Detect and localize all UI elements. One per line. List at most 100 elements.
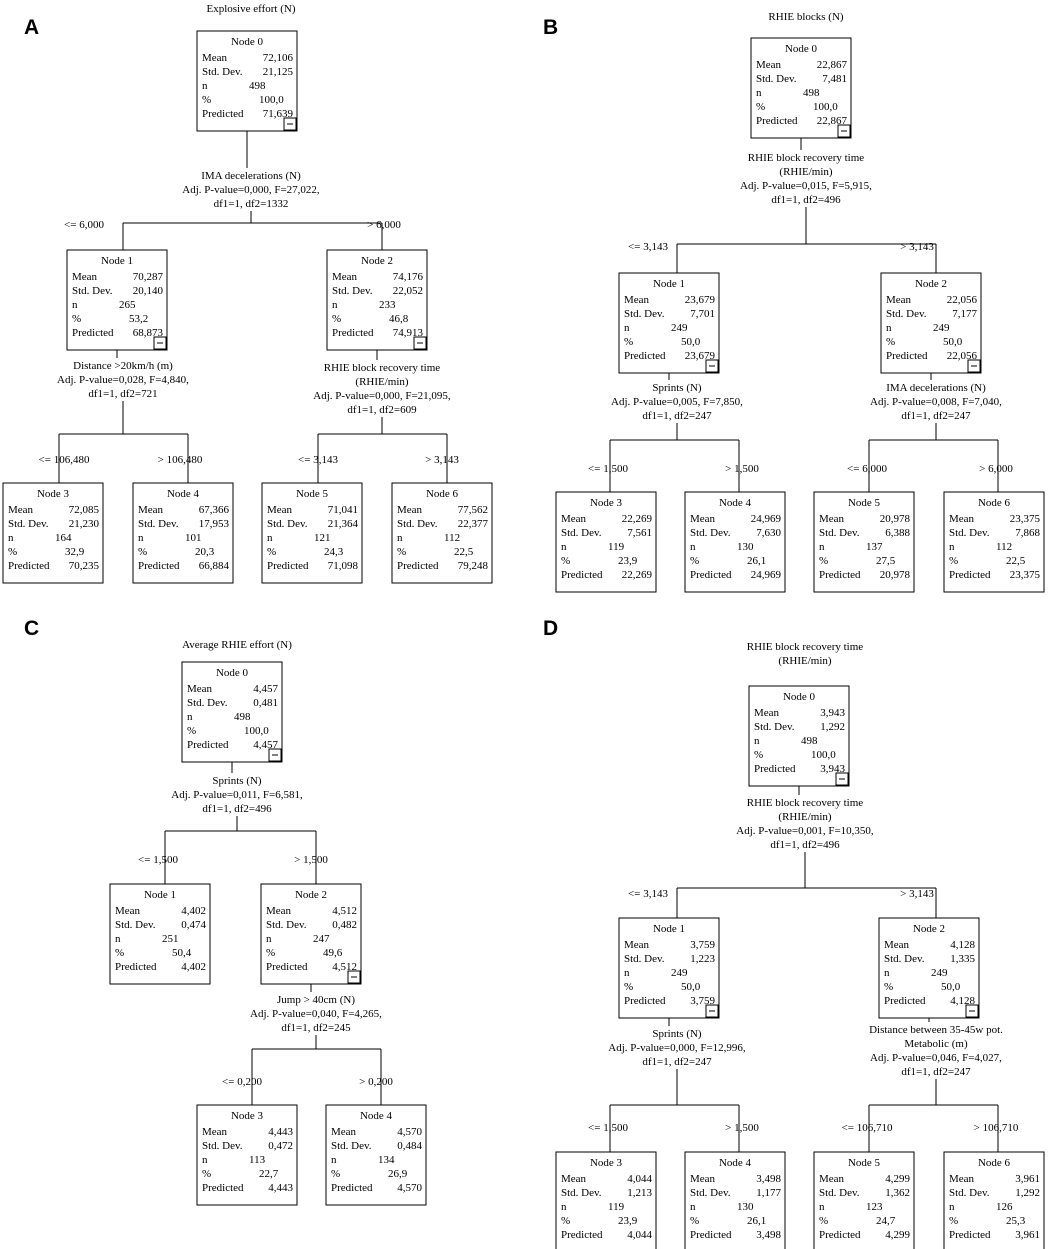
tree-node-box bbox=[684, 1151, 786, 1249]
node-value-mean: 3,759 bbox=[690, 939, 715, 951]
node-row-label: % bbox=[624, 336, 633, 348]
tree-node-box bbox=[196, 1104, 298, 1206]
split-description: df1=1, df2=247 bbox=[642, 410, 712, 422]
node-value-sd: 1,335 bbox=[950, 953, 975, 965]
node-title: Node 1 bbox=[101, 255, 133, 267]
node-row-label: n bbox=[690, 1201, 696, 1213]
node-row-label: Predicted bbox=[819, 569, 861, 581]
node-row-label: n bbox=[138, 532, 144, 544]
node-value-sd: 1,292 bbox=[1015, 1187, 1040, 1199]
panel-title-c: Average RHIE effort (N) bbox=[182, 639, 292, 651]
node-value-pct: 23,9 bbox=[618, 555, 638, 567]
node-value-pct: 22,5 bbox=[1006, 555, 1026, 567]
node-row-label: Std. Dev. bbox=[202, 1140, 243, 1152]
node-row-label: n bbox=[332, 299, 338, 311]
node-row-label: n bbox=[819, 1201, 825, 1213]
panel-label-b: B bbox=[543, 16, 559, 39]
split-description: df1=1, df2=247 bbox=[642, 1056, 712, 1068]
node-title: Node 2 bbox=[913, 923, 945, 935]
tree-node-box bbox=[260, 883, 362, 985]
node-value-pred: 68,873 bbox=[133, 327, 164, 339]
node-row-label: n bbox=[72, 299, 78, 311]
node-row-label: Mean bbox=[949, 513, 975, 525]
split-description: df1=1, df2=496 bbox=[202, 803, 272, 815]
node-value-pct: 49,6 bbox=[323, 947, 343, 959]
node-row-label: Predicted bbox=[267, 560, 309, 572]
node-value-sd: 0,481 bbox=[253, 697, 278, 709]
node-value-sd: 7,481 bbox=[822, 73, 847, 85]
node-row-label: Std. Dev. bbox=[884, 953, 925, 965]
node-row-label: Std. Dev. bbox=[949, 1187, 990, 1199]
branch-label: > 6,000 bbox=[367, 219, 401, 231]
node-title: Node 4 bbox=[719, 1157, 752, 1169]
node-row-label: Mean bbox=[756, 59, 782, 71]
node-value-n: 164 bbox=[55, 532, 72, 544]
tree-node-box bbox=[109, 883, 211, 985]
node-value-pct: 26,1 bbox=[747, 1215, 766, 1227]
node-value-sd: 0,484 bbox=[397, 1140, 422, 1152]
node-value-pred: 24,969 bbox=[751, 569, 782, 581]
node-value-pct: 26,1 bbox=[747, 555, 766, 567]
node-row-label: Predicted bbox=[561, 569, 603, 581]
node-row-label: Std. Dev. bbox=[690, 1187, 731, 1199]
node-row-label: Mean bbox=[397, 504, 423, 516]
node-row-label: % bbox=[819, 1215, 828, 1227]
branch-label: <= 1,500 bbox=[138, 854, 178, 866]
node-value-pred: 3,759 bbox=[690, 995, 715, 1007]
node-row-label: Predicted bbox=[949, 1229, 991, 1241]
panel-label-c: C bbox=[24, 617, 40, 640]
node-value-sd: 6,388 bbox=[885, 527, 910, 539]
node-value-n: 249 bbox=[931, 967, 948, 979]
split-description: Sprints (N) bbox=[212, 775, 262, 787]
panel-label-d: D bbox=[543, 617, 559, 640]
branch-label: <= 3,143 bbox=[628, 888, 668, 900]
node-row-label: Std. Dev. bbox=[819, 527, 860, 539]
node-value-mean: 77,562 bbox=[458, 504, 488, 516]
node-value-pred: 4,299 bbox=[885, 1229, 910, 1241]
node-value-n: 112 bbox=[996, 541, 1012, 553]
node-value-pred: 71,639 bbox=[263, 108, 294, 120]
node-title: Node 6 bbox=[426, 488, 459, 500]
node-value-n: 137 bbox=[866, 541, 883, 553]
branch-label: <= 1,500 bbox=[588, 463, 628, 475]
split-description: IMA decelerations (N) bbox=[201, 170, 301, 182]
node-value-sd: 7,701 bbox=[690, 308, 715, 320]
branch-label: > 3,143 bbox=[900, 241, 934, 253]
node-value-pct: 50,0 bbox=[943, 336, 963, 348]
branch-label: <= 6,000 bbox=[64, 219, 104, 231]
tree-node-box bbox=[618, 917, 720, 1019]
split-description: df1=1, df2=1332 bbox=[214, 198, 289, 210]
branch-label: > 106,480 bbox=[158, 454, 203, 466]
node-row-label: n bbox=[202, 80, 208, 92]
node-value-n: 119 bbox=[608, 1201, 625, 1213]
node-value-pct: 53,2 bbox=[129, 313, 148, 325]
tree-node-box bbox=[555, 491, 657, 593]
node-value-pred: 70,235 bbox=[69, 560, 100, 572]
panel-label-a: A bbox=[24, 16, 40, 39]
tree-node-box bbox=[325, 1104, 427, 1206]
node-value-pred: 3,961 bbox=[1015, 1229, 1040, 1241]
node-row-label: Predicted bbox=[624, 995, 666, 1007]
node-row-label: Predicted bbox=[949, 569, 991, 581]
split-description: (RHIE/min) bbox=[355, 376, 408, 388]
tree-node-box bbox=[943, 491, 1045, 593]
node-row-label: Mean bbox=[690, 513, 716, 525]
node-value-n: 251 bbox=[162, 933, 179, 945]
node-value-pct: 100,0 bbox=[813, 101, 838, 113]
node-row-label: % bbox=[690, 555, 699, 567]
split-description: df1=1, df2=609 bbox=[347, 404, 417, 416]
node-value-n: 498 bbox=[249, 80, 266, 92]
node-row-label: Predicted bbox=[72, 327, 114, 339]
node-row-label: Mean bbox=[886, 294, 912, 306]
node-value-pct: 24,7 bbox=[876, 1215, 896, 1227]
node-value-n: 126 bbox=[996, 1201, 1013, 1213]
node-title: Node 2 bbox=[915, 278, 947, 290]
node-row-label: Predicted bbox=[187, 739, 229, 751]
node-row-label: % bbox=[202, 1168, 211, 1180]
node-row-label: Predicted bbox=[886, 350, 928, 362]
node-value-n: 121 bbox=[314, 532, 331, 544]
node-value-sd: 7,868 bbox=[1015, 527, 1040, 539]
node-row-label: n bbox=[8, 532, 14, 544]
branch-label: > 6,000 bbox=[979, 463, 1013, 475]
node-row-label: Mean bbox=[624, 939, 650, 951]
